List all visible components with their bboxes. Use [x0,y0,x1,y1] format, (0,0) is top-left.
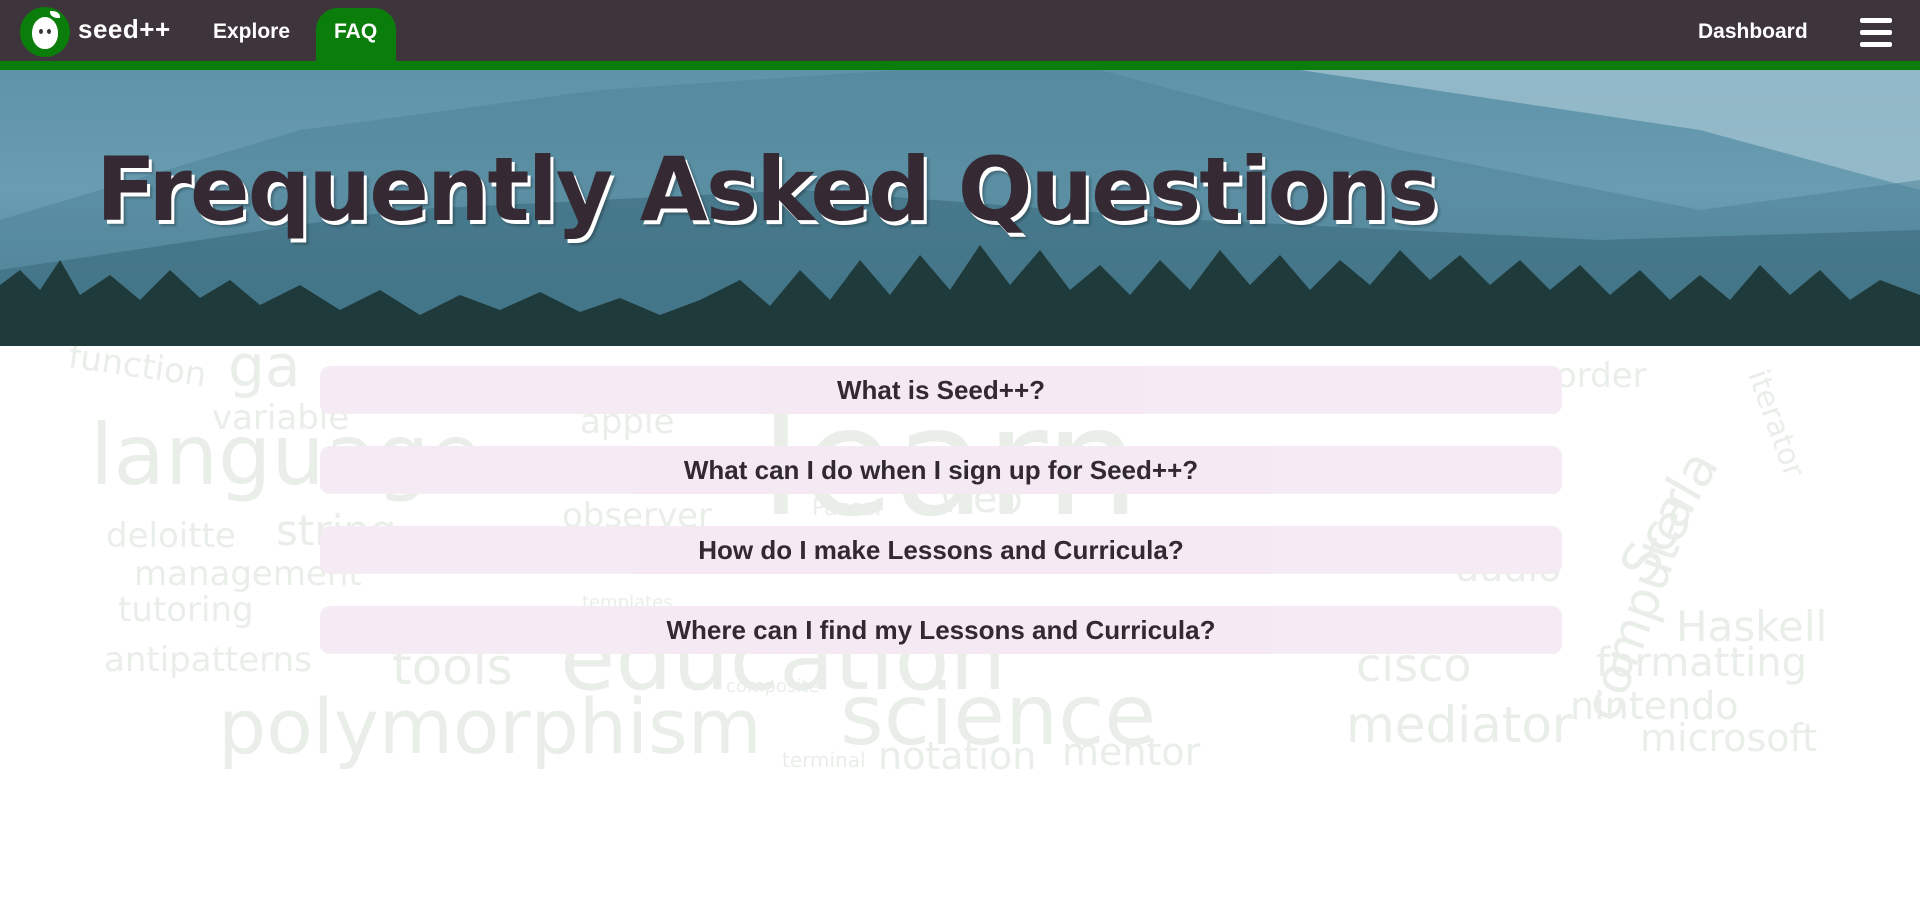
watermark-word: composite [726,676,820,697]
faq-question: How do I make Lessons and Curricula? [698,534,1184,565]
watermark-word: iterator [1740,365,1812,482]
logo-eye [39,29,43,34]
brand-name[interactable]: seed++ [78,14,171,44]
watermark-word: ga [228,346,301,400]
hamburger-menu-icon[interactable] [1860,18,1892,48]
seed-logo-icon[interactable] [20,7,70,57]
nav-faq-tab[interactable] [316,8,396,70]
faq-item[interactable]: What can I do when I sign up for Seed++? [320,446,1562,494]
watermark-word: Haskell [1676,602,1828,651]
nav-faq-link[interactable]: FAQ [334,20,378,43]
logo-eye [47,29,51,34]
nav-accent-bar [0,61,1920,70]
watermark-word: Scala [1608,440,1731,592]
watermark-word: polymorphism [218,682,762,771]
faq-item[interactable]: How do I make Lessons and Curricula? [320,526,1562,574]
watermark-word: formatting [1596,640,1807,686]
watermark-word: tutoring [118,590,254,630]
nav-dashboard-link[interactable]: Dashboard [1698,20,1808,43]
page-title: Frequently Asked Questions [96,138,1439,241]
faq-item[interactable]: What is Seed++? [320,366,1562,414]
faq-list: What is Seed++? What can I do when I sig… [320,366,1562,686]
word-cloud-background: function ga variable language apple lear… [0,346,1920,796]
mountain-forest-illustration [0,70,1920,346]
watermark-word: antipatterns [104,640,312,680]
watermark-word: mediator [1346,696,1573,754]
hero-banner: Frequently Asked Questions [0,70,1920,346]
logo-leaf [50,11,60,18]
watermark-word: nintendo [1570,684,1739,728]
watermark-word: notation [878,734,1037,778]
watermark-word: order [1556,356,1647,396]
watermark-word: Pascal [812,496,881,521]
nav-explore-link[interactable]: Explore [213,20,291,43]
watermark-word: science [840,666,1157,764]
watermark-word: terminal [782,748,866,772]
faq-item[interactable]: Where can I find my Lessons and Curricul… [320,606,1562,654]
faq-question: Where can I find my Lessons and Curricul… [666,614,1216,645]
faq-question: What can I do when I sign up for Seed++? [683,454,1199,485]
top-navbar: seed++ Explore FAQ Dashboard [0,0,1920,70]
watermark-word: function [65,346,209,396]
watermark-word: microsoft [1640,716,1818,760]
logo-face [32,17,58,49]
watermark-word: mentor [1062,730,1201,774]
watermark-word: deloitte [106,516,236,556]
faq-question: What is Seed++? [836,374,1046,405]
